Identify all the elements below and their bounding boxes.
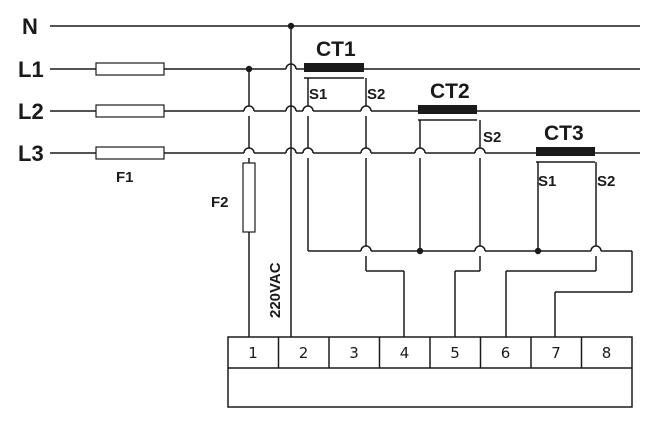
l1-label: L1 [18, 57, 44, 82]
fuse-f1-label: F1 [116, 169, 134, 186]
terminal-4-label: 4 [400, 344, 410, 362]
fuse-f2-branch [242, 65, 256, 337]
ct1-label: CT1 [316, 38, 356, 61]
ct3-transformer [536, 147, 597, 251]
common-s1-bus [308, 245, 633, 337]
terminal-1-label: 1 [248, 344, 258, 362]
terminal-block [227, 336, 633, 408]
neutral-label: N [22, 14, 38, 39]
terminal-6-label: 6 [501, 344, 511, 362]
fuse-f1-l2 [95, 104, 165, 118]
fuse-f1-l1 [95, 62, 165, 76]
terminal-2-label: 2 [299, 344, 309, 362]
terminal-8-label: 8 [602, 344, 612, 362]
ct3-s2-label: S2 [597, 173, 615, 190]
ct1-transformer [304, 63, 367, 251]
ct2-label: CT2 [430, 80, 470, 103]
supply-voltage-label: 220VAC [267, 262, 284, 318]
ct3-s2-wire [505, 256, 597, 337]
ct2-s2-label: S2 [483, 129, 501, 146]
ct2-transformer [418, 105, 481, 251]
neutral-drop [287, 22, 295, 337]
fuse-f1-l3 [95, 146, 165, 160]
l2-line [50, 105, 640, 112]
ct3-s1-label: S1 [538, 173, 556, 190]
terminal-3-label: 3 [349, 344, 359, 362]
fuse-f2-label: F2 [211, 194, 229, 211]
l3-label: L3 [18, 141, 44, 166]
terminal-7-label: 7 [551, 344, 561, 362]
ct2-s2-wire [454, 256, 481, 337]
ct1-s2-wire [365, 256, 405, 337]
ct3-label: CT3 [544, 122, 584, 145]
ct1-s2-label: S2 [367, 86, 385, 103]
l2-label: L2 [18, 99, 44, 124]
terminal-5-label: 5 [450, 344, 460, 362]
ct1-s1-label: S1 [309, 86, 327, 103]
